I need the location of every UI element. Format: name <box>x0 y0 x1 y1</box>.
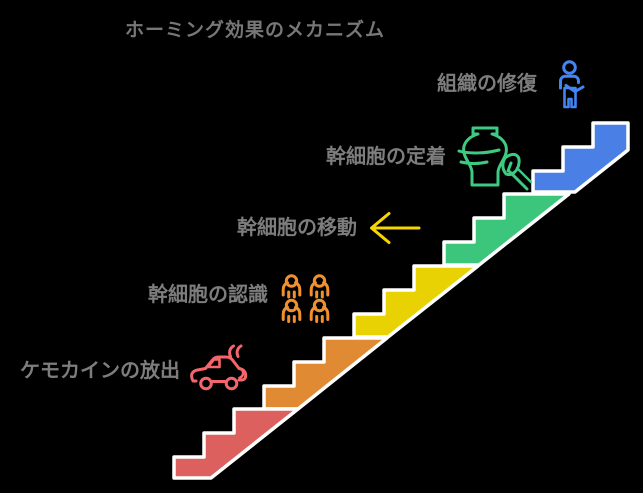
staircase <box>172 121 630 480</box>
person-small-icon <box>281 274 302 299</box>
step-label-recognition: 幹細胞の認識 <box>148 282 268 306</box>
arrow-left-icon <box>370 212 421 244</box>
person-small-icon <box>281 298 302 323</box>
person-small-icon <box>309 274 330 299</box>
stair-piece-recognition <box>262 336 389 411</box>
stair-piece-tissue-repair <box>531 121 630 194</box>
step-label-chemokine-release: ケモカインの放出 <box>20 358 180 382</box>
person-icon <box>559 60 585 109</box>
step-label-engraftment: 幹細胞の定着 <box>326 144 446 168</box>
person-small-icon <box>309 298 330 323</box>
step-label-migration: 幹細胞の移動 <box>237 215 357 239</box>
stair-piece-migration <box>352 264 480 339</box>
stair-piece-engraftment <box>442 192 571 267</box>
step-label-tissue-repair: 組織の修復 <box>437 71 537 95</box>
people-group-icon <box>281 274 330 323</box>
vase-brush-icon <box>457 126 533 191</box>
car-icon <box>190 344 248 391</box>
diagram-title: ホーミング効果のメカニズム <box>125 19 386 41</box>
stair-piece-chemokine-release <box>172 407 300 480</box>
